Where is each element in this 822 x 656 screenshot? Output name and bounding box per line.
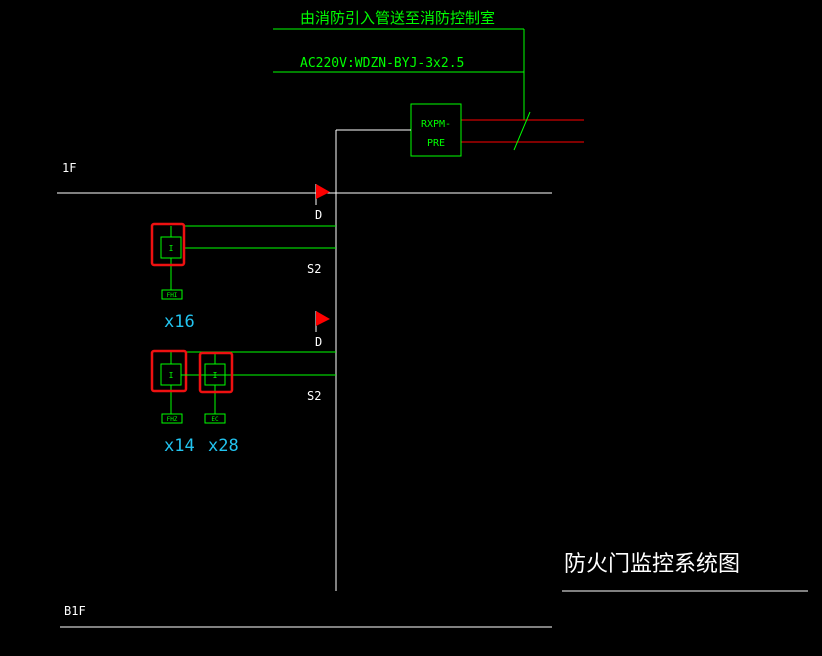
floor-b1f-label: B1F [64, 604, 86, 618]
fhi-count: x16 [164, 312, 195, 332]
label-d-lower: D [315, 335, 322, 349]
floor-1f: 1F [57, 161, 552, 194]
drawing-title: 防火门监控系统图 [564, 552, 740, 577]
fhi-highlight-box [150, 222, 186, 267]
fhi-module-text: I [169, 244, 174, 253]
cable-slash-mark [513, 111, 531, 151]
panel-label-line2: PRE [427, 138, 445, 149]
drawing-title-block: 防火门监控系统图 [562, 552, 808, 592]
fhz-tag-box [161, 413, 183, 424]
trunk-bus [335, 129, 411, 591]
lower-bus-markers: D S2 [307, 311, 330, 403]
ec-tag-box [204, 413, 226, 424]
flag-upper-icon [316, 184, 330, 199]
ec-count: x28 [208, 436, 239, 456]
ec-module-text: I [213, 371, 218, 380]
panel-label-line1: RXPM- [421, 119, 451, 130]
ec-highlight-box [198, 351, 234, 394]
flag-lower-icon [316, 311, 330, 326]
fhz-module-text: I [169, 371, 174, 380]
fhz-tag-text: FHZ [167, 416, 178, 423]
device-fhz: I FHZ x14 [150, 349, 195, 456]
header-annotations: 由消防引入管送至消防控制室 AC220V:WDZN-BYJ-3x2.5 [273, 9, 525, 120]
source-note-text: 由消防引入管送至消防控制室 [300, 9, 495, 27]
ec-tag-text: EC [211, 416, 219, 423]
cable-spec-text: AC220V:WDZN-BYJ-3x2.5 [300, 56, 464, 71]
upper-bus-markers: D S2 [307, 184, 330, 276]
floor-1f-label: 1F [62, 161, 76, 175]
fhi-tag-text: FHI [167, 292, 178, 299]
fhi-tag-box [161, 289, 183, 300]
ec-module-box [204, 363, 226, 386]
label-d-upper: D [315, 208, 322, 222]
fhz-highlight-box [150, 349, 188, 393]
device-ec: I EC x28 [181, 351, 239, 456]
floor-b1f: B1F [60, 604, 552, 628]
label-s2-upper: S2 [307, 262, 321, 276]
label-s2-lower: S2 [307, 389, 321, 403]
device-fhi: I FHI x16 [150, 222, 336, 332]
fhz-count: x14 [164, 436, 195, 456]
fhi-module-box [160, 236, 182, 259]
